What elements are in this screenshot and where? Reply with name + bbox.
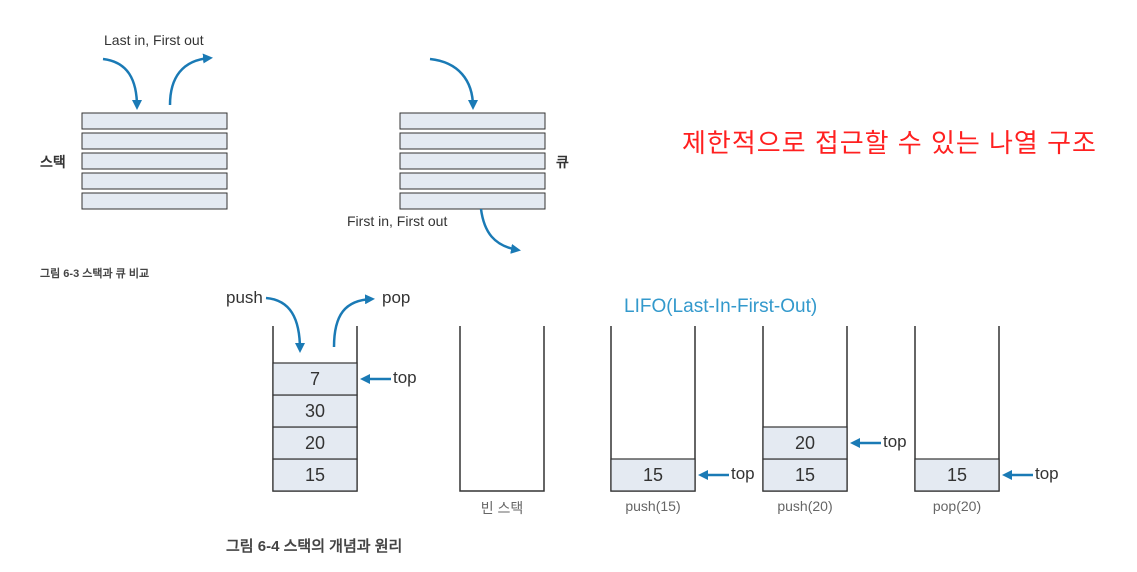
stack-cell [762, 426, 848, 460]
stack-cell-value: 15 [946, 465, 968, 485]
pop-label: pop [382, 288, 411, 307]
stack-cell [272, 362, 358, 396]
stack-cell [272, 426, 358, 460]
stacks-layer [272, 326, 1033, 492]
stack-caption: pop(20) [932, 498, 982, 514]
stack-plate [81, 112, 228, 130]
stack-cell [272, 458, 358, 492]
queue-plates [399, 112, 546, 210]
stack-out-arrow [168, 53, 213, 106]
top-pointer-label: top [731, 464, 755, 483]
stack-cell-value: 15 [794, 465, 816, 485]
stack-plate [81, 152, 228, 170]
stack-cell-value: 30 [304, 401, 326, 421]
queue-in-arrow [429, 57, 478, 110]
queue-fifo-note: First in, First out [347, 213, 448, 229]
stack-cell-value: 7 [309, 369, 320, 389]
stack-plate [81, 172, 228, 190]
queue-plate [399, 152, 546, 170]
top-pointer-label: top [883, 432, 907, 451]
stack-label: 스택 [40, 154, 66, 170]
push-arrow [265, 296, 305, 353]
pop-arrow [332, 294, 375, 348]
queue-out-arrow [479, 208, 521, 254]
stack-caption: push(15) [625, 498, 681, 514]
stack-container [459, 326, 545, 492]
stack-plate [81, 192, 228, 210]
stack-cell-value: 20 [794, 433, 816, 453]
stack-caption: push(20) [777, 498, 833, 514]
stack-cell [610, 458, 696, 492]
queue-label: 큐 [556, 154, 569, 170]
stack-cell [762, 458, 848, 492]
figure-6-4-caption: 그림 6-4 스택의 개념과 원리 [226, 538, 403, 555]
stack-lifo-note: Last in, First out [104, 32, 204, 48]
stack-plates [81, 112, 228, 210]
queue-plate [399, 192, 546, 210]
stack-cell-value: 15 [642, 465, 664, 485]
top-pointer-label: top [393, 368, 417, 387]
stack-caption: 빈 스택 [480, 500, 524, 516]
lifo-label: LIFO(Last-In-First-Out) [624, 296, 818, 317]
queue-plate [399, 172, 546, 190]
stack-cell-value: 15 [304, 465, 326, 485]
push-label: push [226, 288, 263, 307]
figure-6-3-caption: 그림 6-3 스택과 큐 비교 [40, 268, 150, 280]
stack-plate [81, 132, 228, 150]
stack-cell [914, 458, 1000, 492]
queue-plate [399, 132, 546, 150]
stack-in-arrow [102, 57, 142, 110]
stack-cell-value: 20 [304, 433, 326, 453]
top-pointer-label: top [1035, 464, 1059, 483]
queue-plate [399, 112, 546, 130]
page-title: 제한적으로 접근할 수 있는 나열 구조 [682, 128, 1097, 158]
